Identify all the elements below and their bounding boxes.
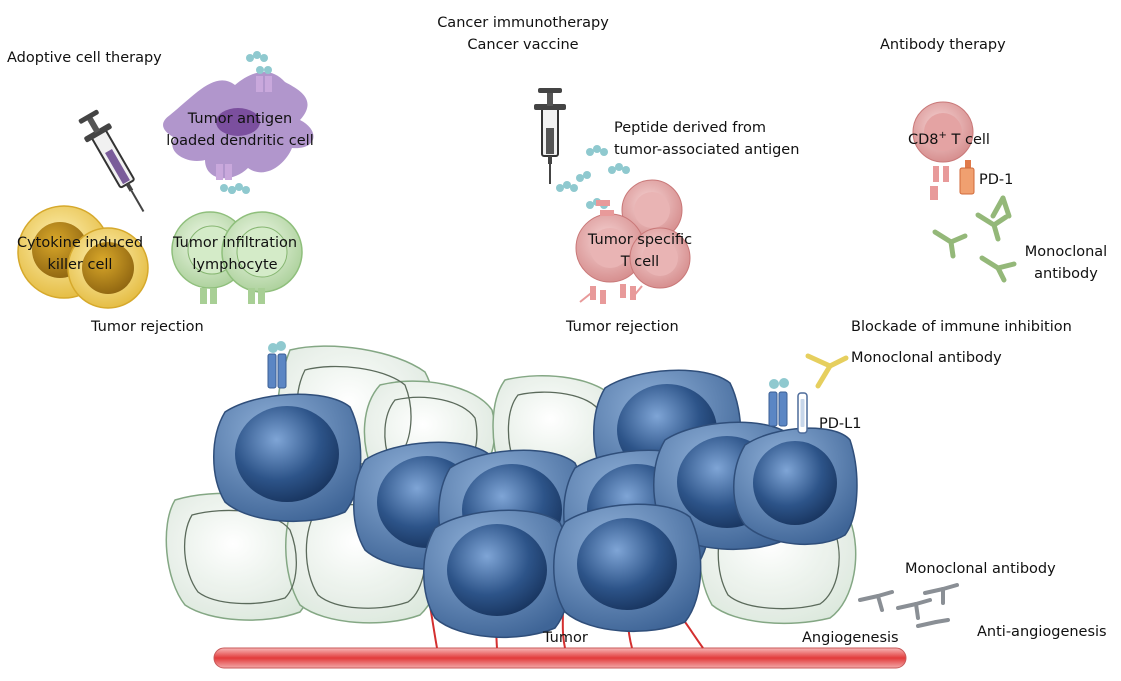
vaccine-title: Cancer immunotherapy Cancer vaccine <box>423 12 623 56</box>
angiogenesis-label: Angiogenesis <box>802 630 899 646</box>
vaccine-title-line1: Cancer immunotherapy <box>437 15 609 31</box>
pd-l1-receptor-icon <box>797 392 808 434</box>
cik-label-line2: killer cell <box>47 257 113 273</box>
tcell-label-line2: T cell <box>620 254 660 270</box>
pd-1-label: PD-1 <box>979 172 1014 188</box>
til-label-line1: Tumor infiltration <box>172 235 298 251</box>
tumor-rejection-middle: Tumor rejection <box>566 319 679 335</box>
tumor-cell <box>423 509 572 639</box>
monoclonal-antibody-label-top: Monoclonal antibody <box>851 350 1002 366</box>
cd8-suffix: T cell <box>946 131 990 148</box>
tcell-label-line1: Tumor specific <box>587 232 693 248</box>
antibody-icons-angiogenesis <box>858 583 959 628</box>
pd-1-receptor-icon <box>959 160 975 195</box>
dendritic-cell <box>163 71 314 179</box>
til-label: Tumor infiltration lymphocyte <box>165 232 305 276</box>
dendritic-label: Tumor antigen loaded dendritic cell <box>150 108 330 152</box>
syringe-icon <box>534 88 566 184</box>
mhc-receptor-icon <box>768 378 789 427</box>
vaccine-title-line2: Cancer vaccine <box>467 37 579 53</box>
mhc-receptor-icon <box>267 341 287 389</box>
cd8-t-cell <box>912 101 974 200</box>
cik-cell <box>17 205 149 309</box>
antibody-icons-green <box>932 195 1017 283</box>
monoclonal-label-line1: Monoclonal <box>1024 244 1108 260</box>
syringe-icon <box>78 109 145 213</box>
cd8-superscript: + <box>938 130 947 141</box>
tumor-cell <box>733 427 858 545</box>
peptide-label-line1: Peptide derived from <box>614 120 766 136</box>
anti-angiogenesis-label: Anti-angiogenesis <box>977 624 1107 640</box>
tumor-cell <box>213 393 362 523</box>
blockade-label: Blockade of immune inhibition <box>851 319 1072 335</box>
monoclonal-antibody-label-right: Monoclonal antibody <box>1022 241 1110 285</box>
blood-vessel <box>213 647 907 669</box>
peptide-icons <box>556 145 630 209</box>
tumor-cells <box>213 369 858 639</box>
cik-label: Cytokine induced killer cell <box>10 232 150 276</box>
tumor-label: Tumor <box>543 630 588 646</box>
peptide-label: Peptide derived from tumor-associated an… <box>614 117 799 161</box>
til-cell <box>171 211 303 304</box>
cik-label-line1: Cytokine induced <box>16 235 144 251</box>
cd8-label: CD8+ T cell <box>908 125 990 151</box>
antigen-peptides <box>228 51 268 194</box>
cd8-prefix: CD8 <box>908 131 939 148</box>
antibody-icon <box>805 353 849 389</box>
tumor-specific-t-cell <box>575 179 691 304</box>
monoclonal-antibody-label-bottom: Monoclonal antibody <box>905 561 1056 577</box>
til-label-line2: lymphocyte <box>192 257 278 273</box>
adoptive-title: Adoptive cell therapy <box>7 50 162 66</box>
tumor-rejection-left: Tumor rejection <box>91 319 204 335</box>
dendritic-label-line1: Tumor antigen <box>187 111 293 127</box>
tcell-label: Tumor specific T cell <box>570 229 710 273</box>
dendritic-label-line2: loaded dendritic cell <box>166 133 314 149</box>
pd-l1-label: PD-L1 <box>819 416 862 432</box>
peptide-label-line2: tumor-associated antigen <box>614 142 800 158</box>
tumor-cell <box>553 503 702 633</box>
antibody-title: Antibody therapy <box>880 37 1006 53</box>
monoclonal-label-line2: antibody <box>1034 266 1098 282</box>
